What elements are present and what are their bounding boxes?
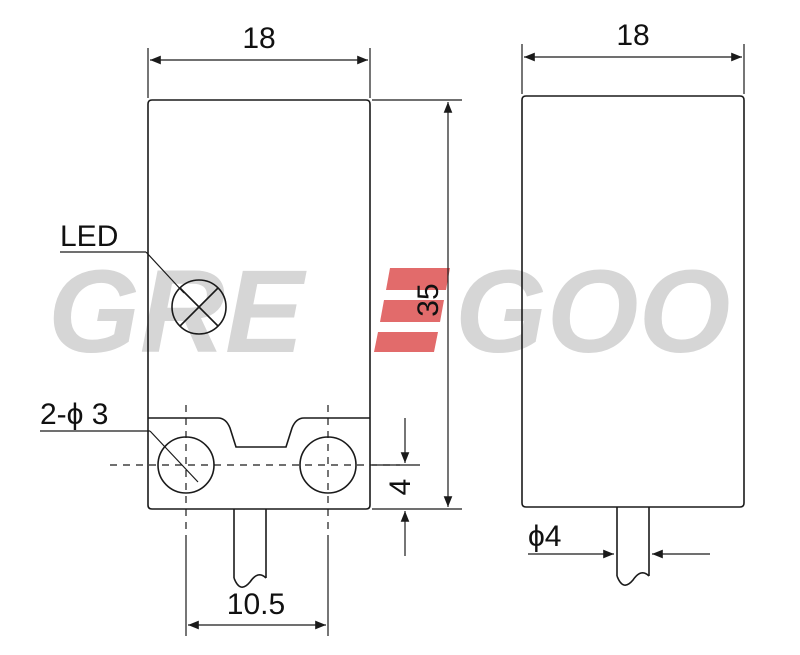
led-leader-slant bbox=[145, 251, 185, 294]
holes-leader-slant bbox=[149, 430, 199, 483]
side-body-outline bbox=[521, 95, 745, 508]
led-indicator bbox=[171, 279, 227, 335]
cable-diameter-label: ϕ4 bbox=[528, 520, 562, 553]
holes-label: 2-ϕ 3 bbox=[40, 398, 109, 431]
front-body-outline bbox=[147, 99, 371, 510]
side-view: 18 ϕ4 bbox=[521, 19, 745, 586]
side-width-label: 18 bbox=[616, 19, 649, 52]
front-width-label: 18 bbox=[242, 22, 275, 55]
hole-offset-label: 4 bbox=[384, 479, 417, 496]
hole-spacing-label: 10.5 bbox=[227, 588, 285, 621]
watermark-e-bars bbox=[374, 268, 450, 352]
height-label: 35 bbox=[412, 283, 445, 316]
front-view: LED 2-ϕ 3 18 35 4 bbox=[40, 22, 462, 636]
led-label: LED bbox=[60, 220, 118, 253]
cable-break bbox=[233, 574, 267, 588]
watermark-logo: GRE GOO bbox=[48, 246, 730, 378]
side-cable-break bbox=[616, 572, 650, 586]
watermark-text-right: GOO bbox=[455, 246, 730, 378]
mounting-flange-notch bbox=[148, 417, 370, 448]
watermark-text-left: GRE bbox=[48, 246, 307, 378]
